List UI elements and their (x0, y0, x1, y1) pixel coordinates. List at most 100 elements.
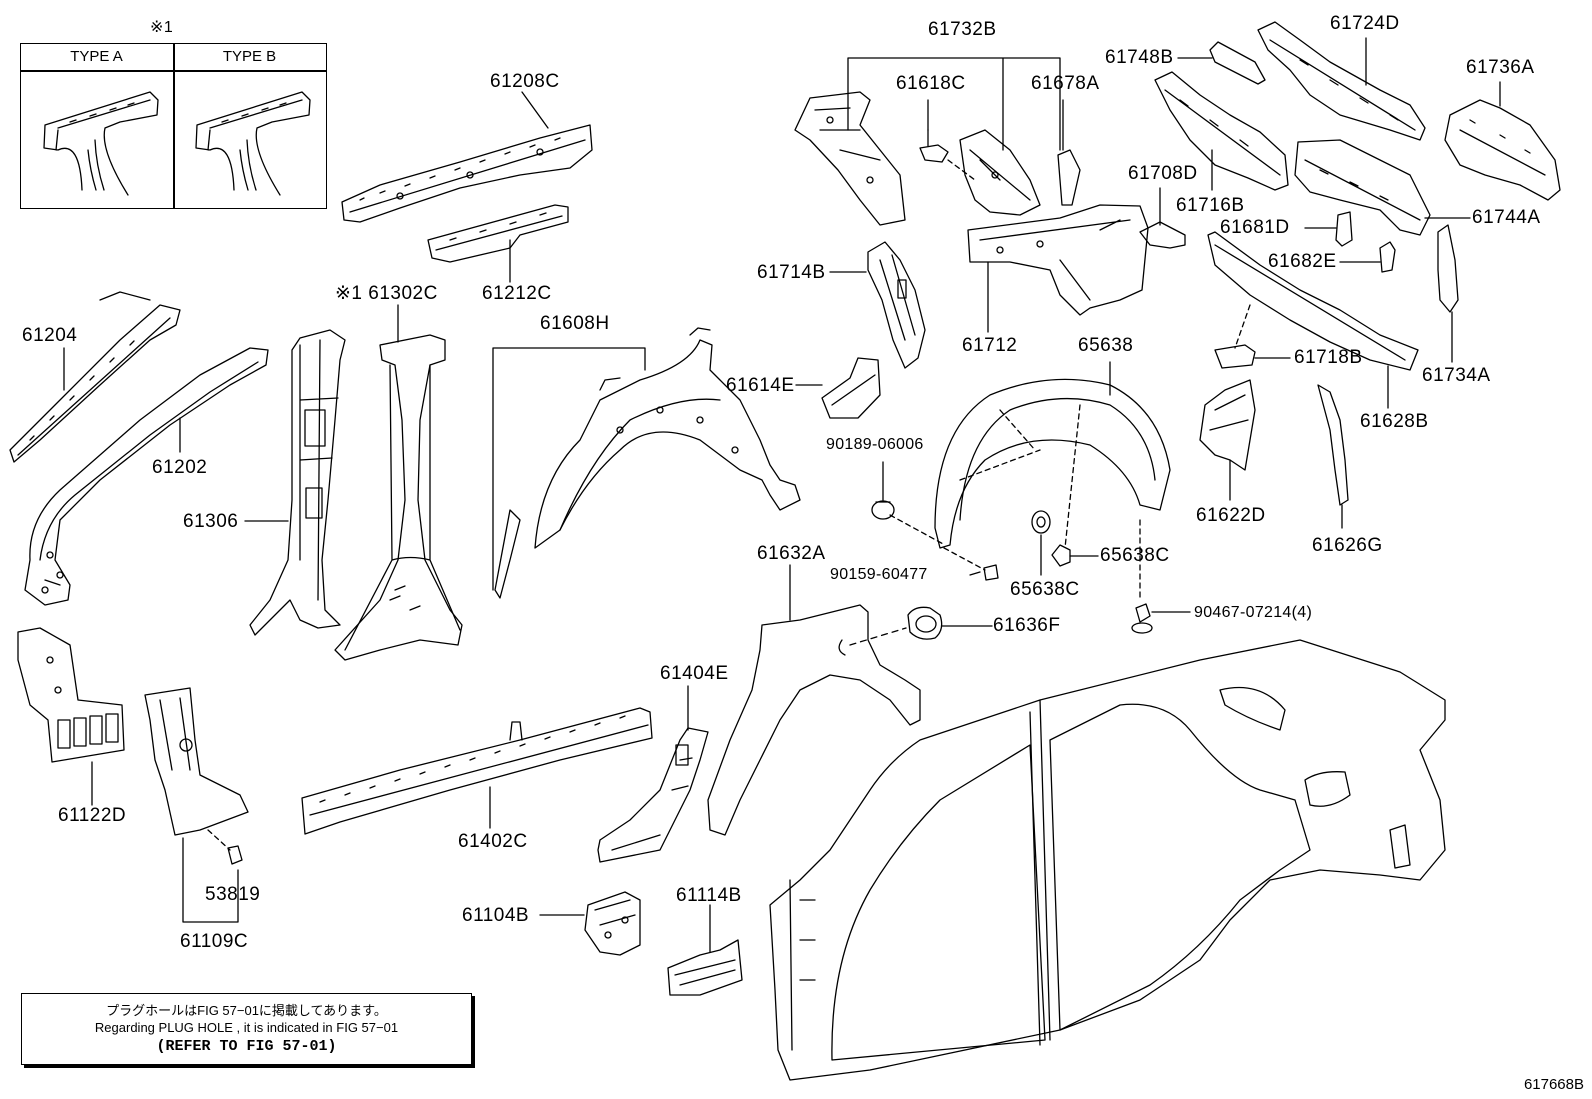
part-61306-drawing (249, 329, 346, 636)
part-61608H-drawing (494, 327, 801, 599)
label-61109C: 61109C (180, 931, 249, 952)
dashed-90159 (943, 547, 986, 571)
label-65638C-b: 65638C (1100, 545, 1170, 566)
part-61632A-drawing (707, 604, 921, 836)
part-61682E-drawing (1379, 241, 1396, 273)
label-61724D: 61724D (1330, 13, 1400, 34)
part-61622D-drawing (1199, 379, 1256, 471)
part-61732B-left-drawing (794, 91, 906, 226)
part-61614E-drawing (821, 357, 881, 419)
dashed-61718B (1234, 304, 1251, 349)
label-61622D: 61622D (1196, 505, 1266, 526)
dashed-61636F (849, 627, 907, 646)
label-61202: 61202 (152, 457, 208, 478)
label-61734A: 61734A (1422, 365, 1491, 386)
note-line-en: Regarding PLUG HOLE , it is indicated in… (94, 1020, 399, 1035)
label-61718B: 61718B (1294, 347, 1363, 368)
label-65638: 65638 (1078, 335, 1134, 356)
label-90189-06006: 90189-06006 (826, 436, 924, 453)
dashed-90189 (889, 514, 946, 546)
label-61204: 61204 (22, 325, 78, 346)
label-61614E: 61614E (726, 375, 795, 396)
part-61202-drawing (24, 347, 269, 606)
plug-hole-note: プラグホールはFIG 57−01に掲載してあります。 Regarding PLU… (21, 993, 472, 1065)
part-61736A-drawing (1444, 99, 1561, 201)
label-90159-60477: 90159-60477 (830, 566, 928, 583)
part-61122D-drawing (17, 627, 125, 763)
part-53819-drawing (227, 845, 243, 865)
label-61716B: 61716B (1176, 195, 1245, 216)
type-box-header-line (21, 70, 326, 72)
part-61724D-drawing (1257, 21, 1426, 141)
label-61402C: 61402C (458, 831, 528, 852)
part-90189-06006-drawing (871, 500, 895, 520)
dashed-53819 (207, 829, 231, 851)
dashed-61618C (947, 159, 976, 181)
label-61208C: 61208C (490, 71, 560, 92)
label-61104B: 61104B (462, 905, 530, 926)
part-65638C-a-drawing (1031, 510, 1051, 534)
bracket-61608H (492, 347, 646, 591)
part-61109C-drawing (144, 687, 249, 836)
label-61404E: 61404E (660, 663, 729, 684)
label-61626G: 61626G (1312, 535, 1383, 556)
part-61628B-drawing (1207, 231, 1419, 371)
type-b-drawing (195, 91, 311, 196)
part-61618C-drawing (919, 129, 949, 163)
part-61626G-drawing (1317, 384, 1349, 506)
label-61636F: 61636F (993, 615, 1061, 636)
label-61122D: 61122D (58, 805, 127, 826)
part-61204-drawing (9, 291, 181, 463)
label-61302C: ※1 61302C (335, 283, 438, 304)
part-61716B-drawing (1154, 71, 1289, 191)
part-61402C-drawing (301, 707, 653, 835)
label-61628B: 61628B (1360, 411, 1429, 432)
part-65638-drawing (934, 378, 1171, 549)
part-61636F-drawing (907, 606, 943, 640)
label-61736A: 61736A (1466, 57, 1535, 78)
type-b-header: TYPE B (222, 48, 277, 65)
part-61718B-drawing (1214, 344, 1256, 369)
figure-reference: 617668B (1523, 1076, 1584, 1093)
label-61732B: 61732B (928, 19, 997, 40)
part-61712-drawing (967, 204, 1149, 316)
part-61714B-drawing (867, 241, 926, 369)
part-61748B-drawing (1209, 41, 1266, 85)
part-61734A-drawing (1437, 224, 1459, 313)
part-61208C-drawing (341, 124, 593, 223)
part-90159-60477-drawing (969, 564, 999, 581)
label-61712: 61712 (962, 335, 1018, 356)
part-61212C-drawing (427, 204, 569, 263)
part-61678A-drawing (1057, 149, 1081, 206)
type-a-drawing (43, 91, 159, 196)
type-a-header: TYPE A (70, 48, 123, 65)
leader-61208C (521, 91, 549, 129)
label-61681D: 61681D (1220, 217, 1290, 238)
label-61632A: 61632A (757, 543, 826, 564)
dashed-65638-clip (1064, 404, 1081, 549)
part-61302C-drawing (334, 334, 463, 661)
body-side-outer-drawing (769, 639, 1446, 1081)
label-61678A: 61678A (1031, 73, 1100, 94)
part-65638C-b-drawing (1051, 544, 1071, 567)
label-61618C: 61618C (896, 73, 966, 94)
label-61714B: 61714B (757, 262, 826, 283)
part-61681D-drawing (1335, 211, 1353, 247)
bracket-61109C (182, 837, 239, 923)
note-line-refer: (REFER TO FIG 57-01) (156, 1038, 337, 1055)
note-line-jp: プラグホールはFIG 57−01に掲載してあります。 (106, 1003, 387, 1018)
part-61114B-drawing (667, 939, 743, 996)
label-90467-07214: 90467-07214(4) (1194, 604, 1313, 621)
label-61608H: 61608H (540, 313, 610, 334)
label-61748B: 61748B (1105, 47, 1174, 68)
part-90467-07214-drawing (1131, 603, 1153, 634)
label-61114B: 61114B (676, 885, 742, 906)
part-61732B-right-drawing (959, 129, 1041, 216)
part-61104B-drawing (584, 891, 641, 956)
type-box: TYPE A TYPE B (20, 43, 327, 209)
label-61212C: 61212C (482, 283, 552, 304)
part-61404E-drawing (597, 727, 709, 863)
label-65638C-a: 65638C (1010, 579, 1080, 600)
